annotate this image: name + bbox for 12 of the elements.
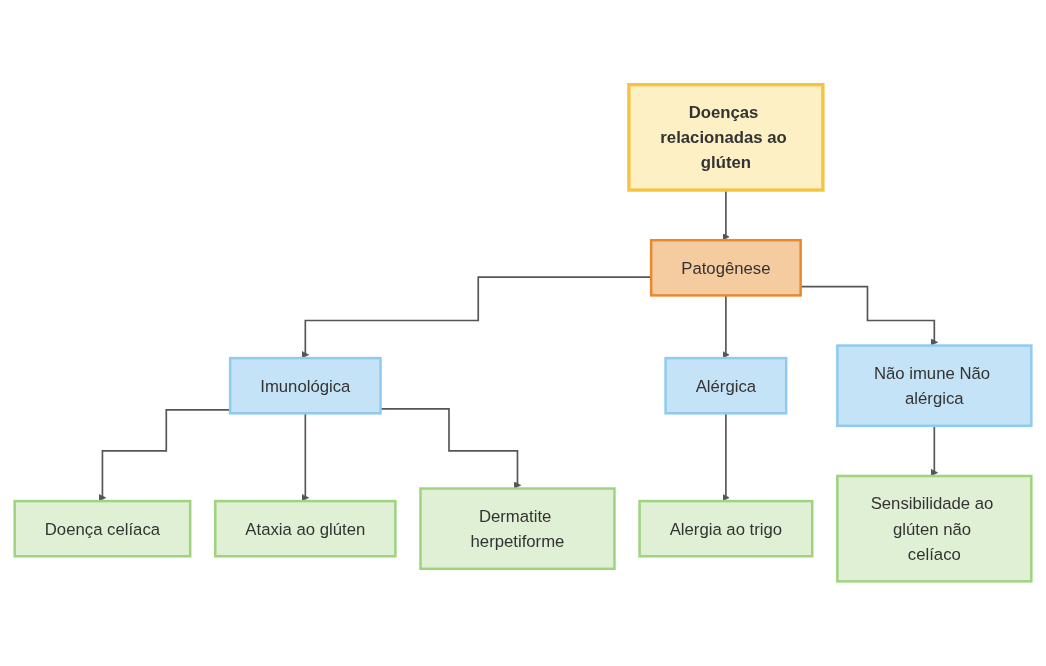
node-box: Alérgica xyxy=(664,356,788,415)
node-box: Doenças relacionadas ao glúten xyxy=(627,83,825,192)
node-box: Doença celíaca xyxy=(13,499,192,558)
node-box: Não imune Não alérgica xyxy=(836,344,1033,428)
node-box: Dermatite herpetiforme xyxy=(419,487,616,571)
arrow xyxy=(98,409,231,502)
node-box: Ataxia ao glúten xyxy=(214,499,397,558)
node-box: Patogênese xyxy=(649,238,802,297)
node-box: Alergia ao trigo xyxy=(638,499,814,558)
node-box: Sensibilidade ao glúten não celíaco xyxy=(836,474,1033,583)
node-box: Imunológica xyxy=(228,356,382,415)
arrow xyxy=(301,276,652,359)
